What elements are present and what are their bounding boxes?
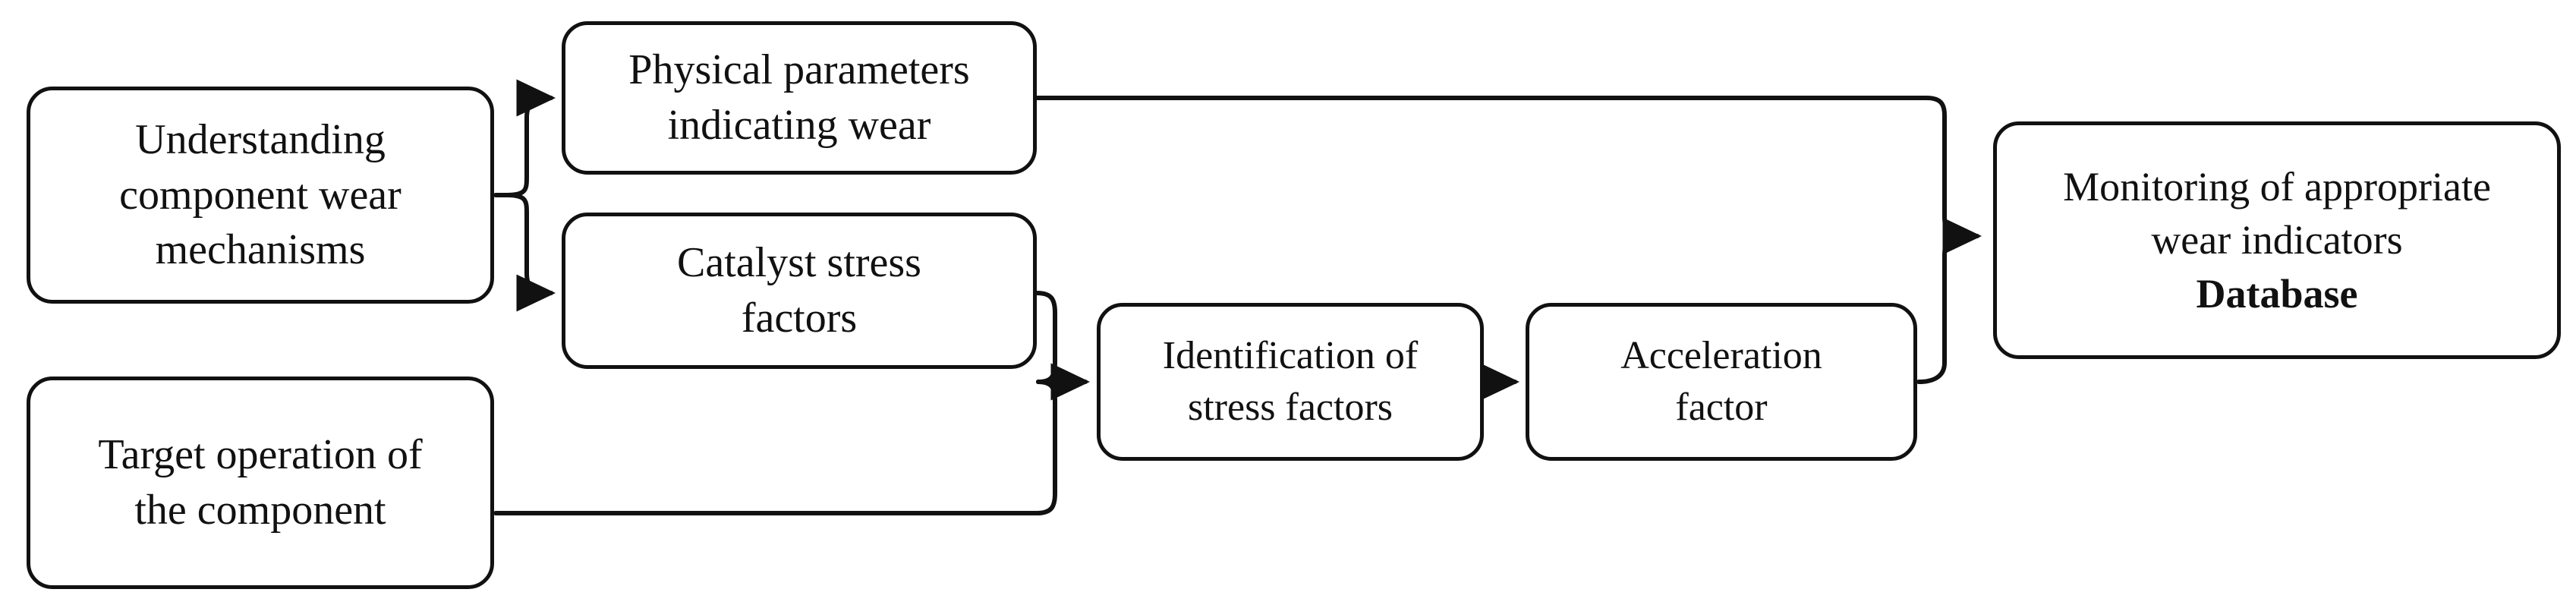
node-label: Physical parameters indicating wear <box>628 46 970 149</box>
node-catalyst-stress-factors[interactable]: Catalyst stress factors <box>562 213 1037 369</box>
node-target-operation-of-the-component[interactable]: Target operation of the component <box>27 377 494 589</box>
node-label: Target operation of the component <box>98 431 423 534</box>
node-label-database: Database <box>2196 270 2358 317</box>
node-acceleration-factor[interactable]: Acceleration factor <box>1526 303 1917 461</box>
node-label: Monitoring of appropriate wear indicator… <box>1997 160 2557 320</box>
node-identification-of-stress-factors[interactable]: Identification of stress factors <box>1097 303 1484 461</box>
node-label: Acceleration factor <box>1620 334 1822 429</box>
node-label: Understanding component wear mechanisms <box>119 115 402 274</box>
edge-catalyst-to-merge <box>1034 291 1057 384</box>
edge-fork-upper-branch <box>505 79 556 197</box>
edge-acceleration-to-monitoring <box>1916 234 1967 384</box>
node-label: Catalyst stress factors <box>677 239 921 342</box>
node-physical-parameters-indicating-wear[interactable]: Physical parameters indicating wear <box>562 21 1037 175</box>
node-label: Identification of stress factors <box>1162 334 1419 429</box>
node-understanding-component-wear-mechanisms[interactable]: Understanding component wear mechanisms <box>27 87 494 304</box>
edge-physical-to-monitoring <box>1034 96 1982 255</box>
node-monitoring-of-appropriate-wear-indicators-database[interactable]: Monitoring of appropriate wear indicator… <box>1993 121 2561 359</box>
edge-target-to-merge <box>493 380 1057 515</box>
edge-fork-lower-branch <box>505 193 556 312</box>
